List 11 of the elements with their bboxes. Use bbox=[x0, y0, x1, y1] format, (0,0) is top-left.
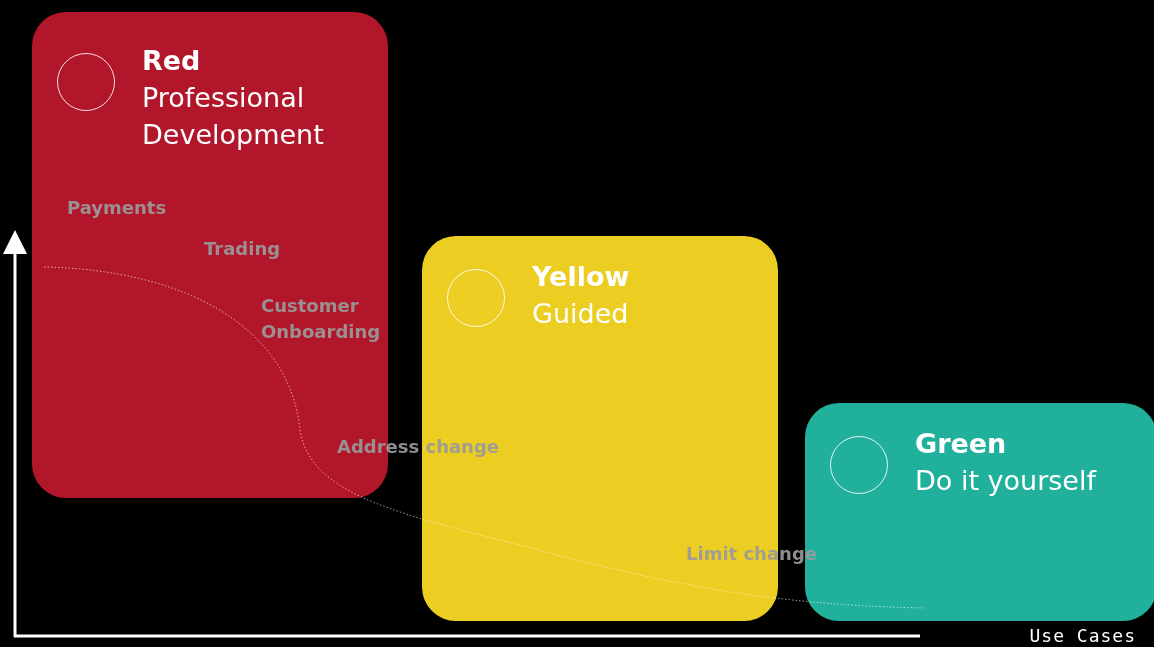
card-title: Red bbox=[142, 44, 202, 78]
use-case-label: Payments bbox=[67, 196, 168, 220]
card-subtitle: Do it yourself bbox=[915, 464, 1098, 498]
axis-label: Use Cases bbox=[1029, 625, 1136, 646]
use-case-label: Trading bbox=[204, 237, 282, 261]
card-title: Yellow bbox=[532, 260, 631, 294]
card-subtitle: Guided bbox=[532, 297, 630, 331]
card-subtitle: Professional Development bbox=[142, 81, 325, 152]
card-title: Green bbox=[915, 427, 1008, 461]
use-case-label: Limit change bbox=[686, 542, 818, 566]
use-case-label: Customer Onboarding bbox=[261, 294, 382, 344]
